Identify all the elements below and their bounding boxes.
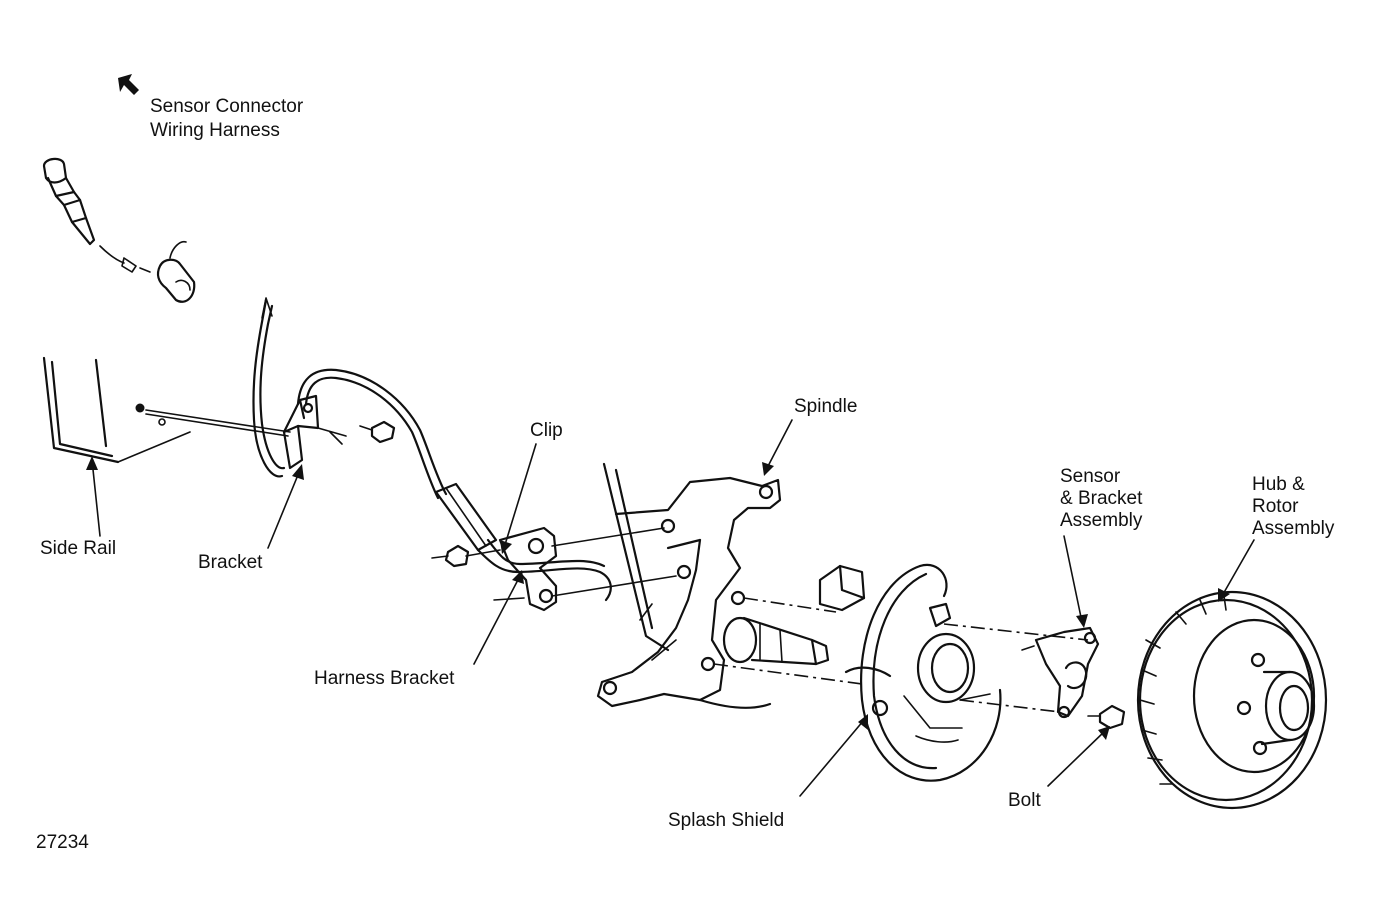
label-sensor-bracket-line2: & Bracket bbox=[1060, 488, 1143, 509]
label-hub-rotor-line2: Rotor bbox=[1252, 496, 1299, 517]
label-hub-rotor-line1: Hub & bbox=[1252, 474, 1305, 495]
label-sensor-bracket-line1: Sensor bbox=[1060, 466, 1121, 487]
figure-number: 27234 bbox=[36, 832, 89, 853]
leader-lines bbox=[86, 419, 1255, 797]
rail-bolt-part bbox=[135, 403, 291, 437]
label-clip: Clip bbox=[530, 420, 563, 441]
label-side-rail: Side Rail bbox=[40, 538, 116, 559]
label-splash-shield: Splash Shield bbox=[668, 810, 784, 831]
label-harness-bracket: Harness Bracket bbox=[314, 668, 455, 689]
front-direction-arrow-icon bbox=[118, 74, 139, 95]
sensor-wiring-harness bbox=[296, 368, 612, 602]
diagram-labels: Sensor Connector Wiring Harness Side Rai… bbox=[36, 96, 1335, 853]
label-hub-rotor-line3: Assembly bbox=[1252, 518, 1335, 539]
label-bracket: Bracket bbox=[198, 552, 263, 573]
spindle-part bbox=[596, 462, 866, 709]
harness-bracket-part bbox=[431, 526, 677, 612]
sensor-connector-part bbox=[42, 157, 196, 303]
assembly-axis-lines bbox=[713, 597, 1089, 713]
label-bolt: Bolt bbox=[1008, 790, 1041, 811]
side-rail-part bbox=[42, 356, 191, 464]
label-sensor-connector-line2: Wiring Harness bbox=[150, 120, 280, 141]
splash-shield-part bbox=[844, 563, 1002, 782]
label-spindle: Spindle bbox=[794, 396, 857, 417]
label-sensor-bracket-line3: Assembly bbox=[1060, 510, 1143, 531]
label-sensor-connector-line1: Sensor Connector bbox=[150, 96, 304, 117]
hub-rotor-assembly-part bbox=[1136, 590, 1328, 810]
bracket-part bbox=[252, 297, 396, 478]
sensor-bracket-assembly-part bbox=[1021, 626, 1126, 730]
